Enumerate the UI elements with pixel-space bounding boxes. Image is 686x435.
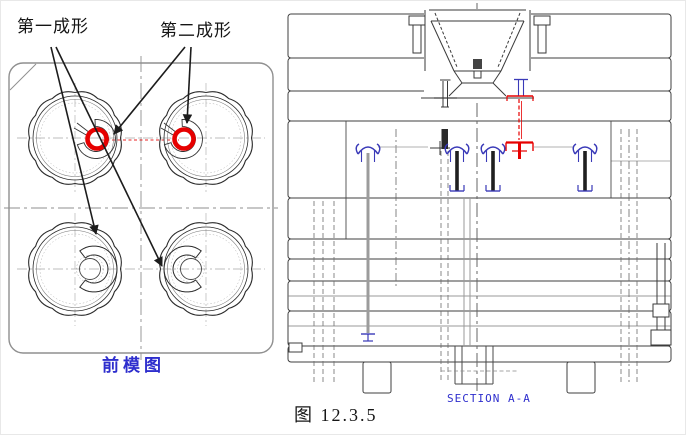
mold-cavity: [159, 222, 253, 316]
cap-section-part: [355, 143, 381, 342]
leader-arrow-second-1: [113, 46, 186, 135]
cavity-circles: [28, 91, 253, 316]
second-shot-ring-highlight: [172, 127, 196, 151]
cap-section-part: [572, 143, 598, 192]
section-view: [287, 3, 672, 394]
callout-first-forming: 第一成形: [17, 17, 89, 36]
bottom-clamp-bolt: [650, 243, 672, 346]
plate-inner-lines: [288, 160, 671, 327]
support-feet: [288, 342, 596, 394]
cap-section-part: [480, 143, 506, 192]
second-shot-top-pin: [514, 78, 528, 96]
mold-cavity: [28, 91, 122, 185]
leader-arrow-first-2: [55, 46, 163, 267]
leader-arrow-first-1: [50, 46, 99, 235]
molded-part-sections: [355, 143, 598, 342]
mold-cavity: [159, 91, 253, 185]
leader-arrow-second-2: [182, 46, 193, 124]
first-shot-gate-bar: [441, 129, 448, 149]
plate-corner-chamfer: [9, 63, 37, 91]
callout-second-forming: 第二成形: [160, 21, 232, 40]
mold-cavity: [28, 222, 122, 316]
second-shot-runner-red: [505, 95, 534, 159]
center-axis-lines: [395, 3, 630, 391]
clamp-bolt-right: [533, 15, 551, 54]
clamp-bolt-left: [408, 15, 426, 54]
support-pillar: [441, 346, 518, 385]
front-mold-view: [4, 46, 278, 360]
central-support-column: [463, 198, 471, 346]
ejector-guide-pins: [313, 129, 638, 383]
figure-caption: 图 12.3.5: [294, 405, 378, 425]
front-mold-title: 前模图: [102, 356, 165, 375]
cap-section-part: [444, 143, 470, 192]
sprue-funnel-block: [408, 9, 551, 99]
cavity-insert-edges: [345, 121, 612, 239]
section-label: SECTION A-A: [447, 392, 531, 405]
callout-leader-arrows: [50, 46, 193, 267]
sprue-gate: [473, 59, 482, 69]
center-lines: [4, 56, 278, 360]
second-shot-ring-highlight: [85, 127, 109, 151]
